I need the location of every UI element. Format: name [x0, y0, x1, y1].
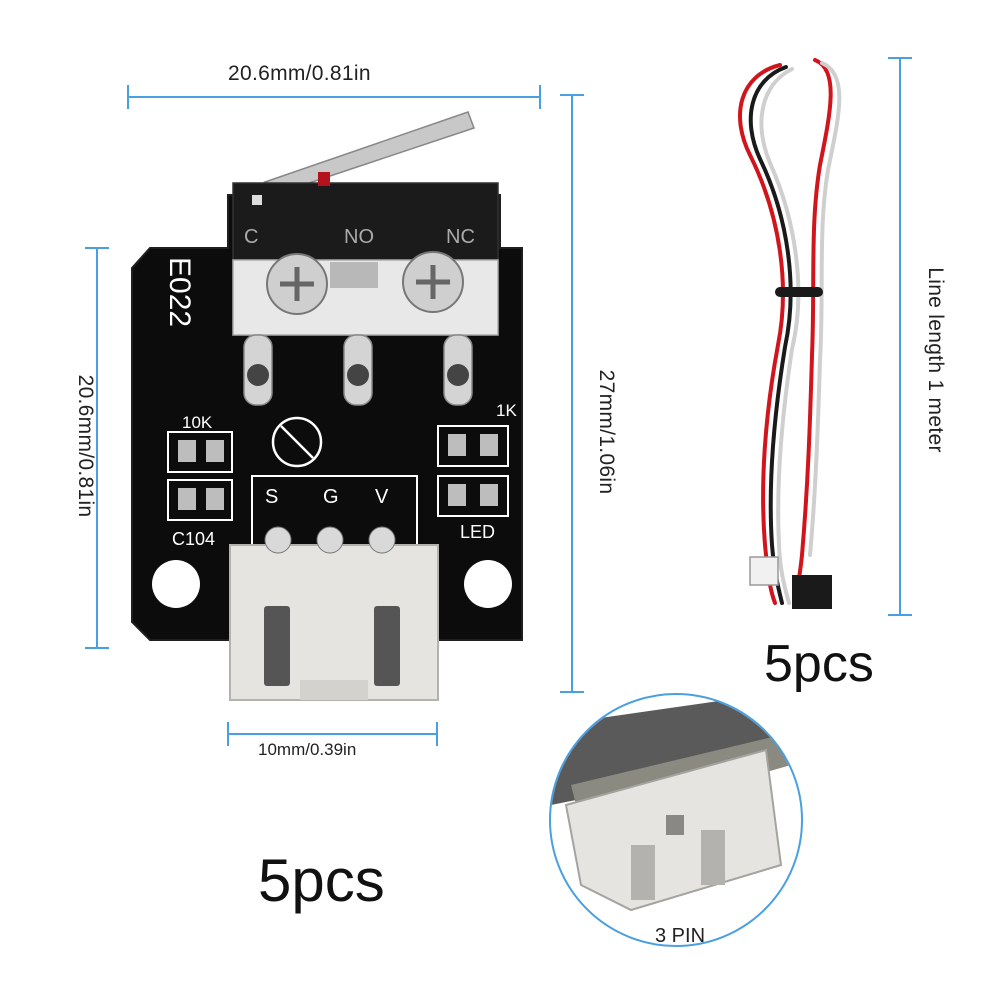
pcb-label-v: V [375, 486, 389, 508]
top-width-label: 20.6mm/0.81in [228, 62, 371, 85]
board-quantity-label: 5pcs [258, 847, 385, 914]
switch-lever [263, 111, 475, 193]
cable-length-label: Line length 1 meter [924, 267, 947, 453]
cable-quantity-label: 5pcs [764, 635, 874, 693]
connector-callout-label: 3 PIN [655, 925, 706, 947]
pcb-label-s: S [265, 486, 278, 508]
endstop-board-illustration: C NO NC E022 10K 1K C104 LED S G V [131, 111, 523, 701]
connector-width-label: 10mm/0.39in [258, 740, 357, 759]
switch-label-c: C [244, 226, 258, 248]
switch-label-no: NO [344, 226, 374, 248]
pcb-model-label: E022 [163, 257, 196, 327]
screw-right [402, 251, 464, 313]
pcb-label-10k: 10K [182, 413, 213, 432]
connector-closeup [551, 695, 801, 912]
screw-left [266, 253, 328, 315]
microswitch-body [232, 182, 499, 264]
cable-connector-white [749, 556, 779, 586]
switch-label-nc: NC [446, 226, 475, 248]
mounting-hole-right [464, 560, 512, 608]
cable-connector-black [792, 575, 832, 609]
right-height-label: 27mm/1.06in [595, 369, 618, 495]
mounting-hole-left [152, 560, 200, 608]
cable-illustration [738, 58, 842, 609]
pcb-label-1k: 1K [496, 401, 517, 420]
connector-callout [549, 693, 803, 947]
pcb-label-g: G [323, 486, 339, 508]
pcb-label-led: LED [460, 522, 495, 542]
pcb-label-c104: C104 [172, 529, 215, 549]
jst-connector [229, 544, 439, 701]
